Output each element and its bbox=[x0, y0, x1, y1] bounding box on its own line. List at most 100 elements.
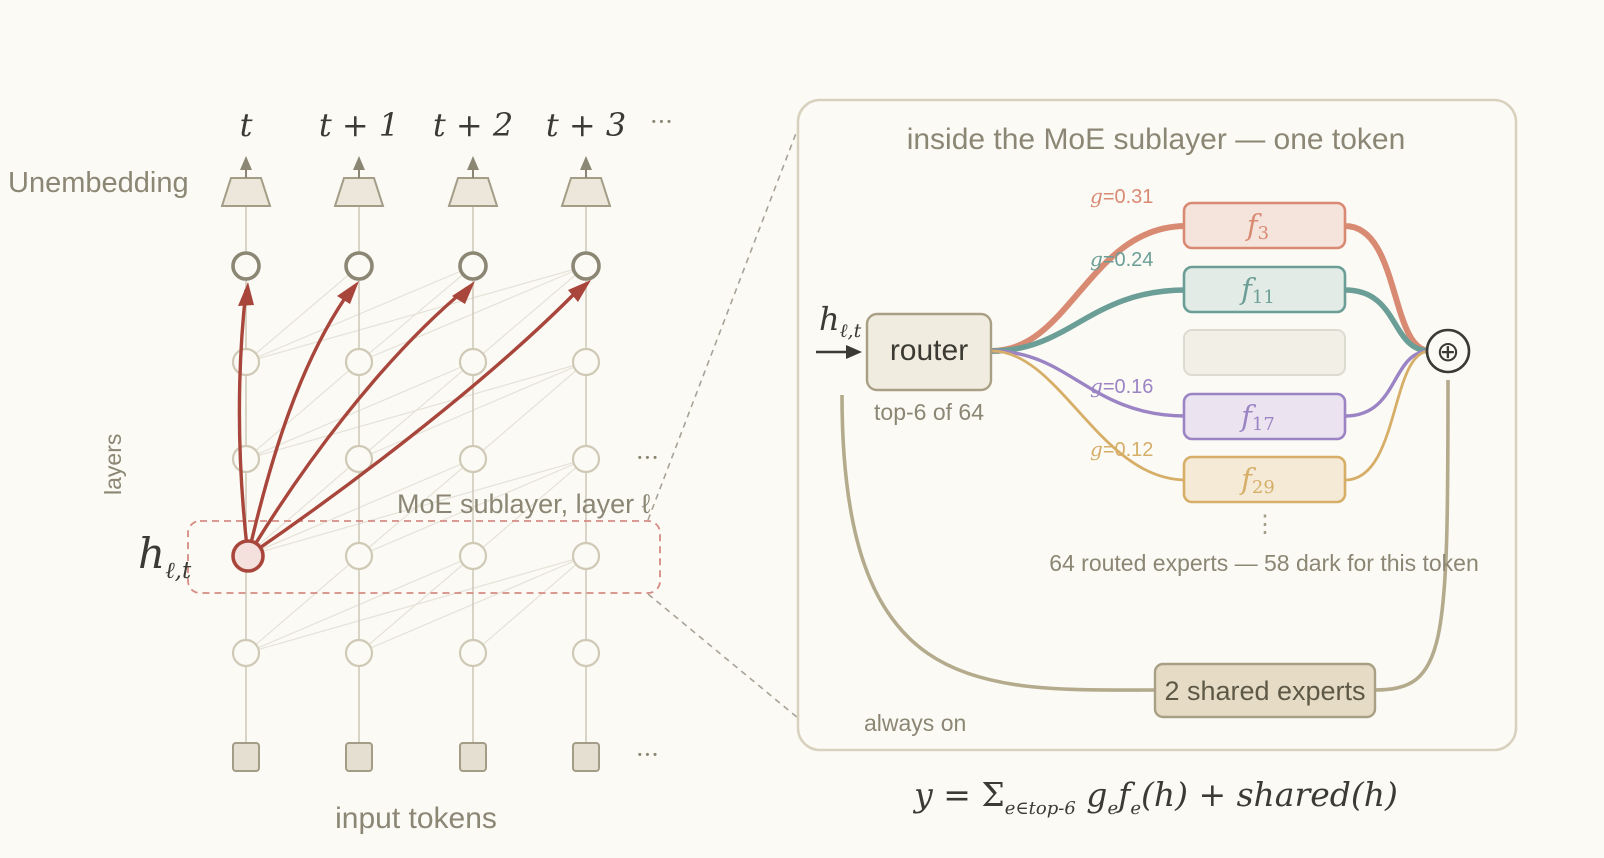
highlighted-token-node bbox=[231, 539, 265, 573]
hidden-state-label: hℓ,t bbox=[138, 529, 192, 584]
column-label: t + 1 bbox=[319, 106, 399, 144]
hidden-node bbox=[458, 638, 488, 668]
hidden-nodes bbox=[231, 347, 601, 668]
attention-arrowheads bbox=[238, 280, 591, 306]
hidden-node bbox=[571, 541, 601, 571]
output-node bbox=[458, 251, 488, 281]
mesh-line bbox=[472, 555, 587, 654]
mesh-line bbox=[245, 361, 360, 460]
column-ellipsis: ··· bbox=[650, 108, 673, 136]
routed-experts-caption: 64 routed experts — 58 dark for this tok… bbox=[1049, 550, 1479, 576]
mesh-line bbox=[358, 361, 474, 460]
input-tokens-label: input tokens bbox=[335, 802, 497, 835]
input-token bbox=[459, 742, 487, 772]
hidden-node bbox=[458, 444, 488, 474]
gate-weight-label: g=0.31 bbox=[1090, 184, 1153, 208]
input-token bbox=[572, 742, 600, 772]
hidden-node bbox=[344, 541, 374, 571]
expert-box bbox=[1182, 392, 1347, 441]
router-label: router bbox=[890, 334, 968, 367]
hidden-node bbox=[231, 347, 261, 377]
mesh-line bbox=[472, 458, 587, 557]
moe-panel-frame bbox=[796, 98, 1518, 752]
unembedding-arrowhead bbox=[240, 156, 252, 170]
moe-sublayer-label: MoE sublayer, layer ℓ bbox=[397, 489, 651, 519]
hidden-node bbox=[571, 347, 601, 377]
attention-mesh bbox=[245, 265, 587, 654]
hidden-node bbox=[571, 638, 601, 668]
output-node bbox=[571, 251, 601, 281]
attention-arrows bbox=[237, 286, 582, 558]
unembedding-block bbox=[333, 177, 385, 207]
unembedding-arrowhead bbox=[353, 156, 365, 170]
zoom-connectors bbox=[647, 127, 799, 719]
hidden-node bbox=[344, 638, 374, 668]
router-caption: top-6 of 64 bbox=[874, 399, 984, 425]
hidden-node bbox=[458, 541, 488, 571]
router-box bbox=[865, 312, 993, 392]
column-labels: t t + 1 t + 2 t + 3 bbox=[240, 106, 627, 144]
panel-title: inside the MoE sublayer — one token bbox=[907, 123, 1406, 156]
unembedding-block bbox=[220, 177, 272, 207]
hidden-node bbox=[344, 444, 374, 474]
input-token-row bbox=[232, 742, 600, 772]
input-token bbox=[345, 742, 373, 772]
input-token bbox=[232, 742, 260, 772]
output-node bbox=[344, 251, 374, 281]
input-arrowhead bbox=[846, 345, 862, 359]
hidden-node bbox=[571, 444, 601, 474]
output-formula: y = Σe∈top-6 gefe(h) + shared(h) bbox=[912, 775, 1398, 819]
expert-box bbox=[1183, 329, 1346, 376]
output-nodes bbox=[231, 251, 601, 281]
moe-panel: inside the MoE sublayer — one token hℓ,t… bbox=[796, 98, 1518, 752]
expert-box bbox=[1182, 201, 1347, 250]
layers-label: layers bbox=[100, 434, 126, 495]
unembedding-row bbox=[220, 156, 612, 207]
column-label: t bbox=[240, 106, 253, 144]
gate-weight-label: g=0.16 bbox=[1090, 374, 1153, 398]
unembedding-label: Unembedding bbox=[8, 167, 189, 199]
expert-box bbox=[1182, 265, 1347, 314]
mesh-line bbox=[245, 555, 360, 654]
always-on-label: always on bbox=[864, 710, 966, 736]
mesh-line bbox=[358, 555, 474, 654]
column-label: t + 2 bbox=[433, 106, 513, 144]
unembedding-arrowhead bbox=[467, 156, 479, 170]
mesh-line bbox=[245, 265, 360, 363]
routing-curves bbox=[989, 223, 1433, 482]
sum-node bbox=[1425, 328, 1471, 374]
mesh-line bbox=[358, 458, 474, 557]
mesh-line bbox=[472, 265, 587, 363]
mid-ellipsis: ··· bbox=[636, 444, 659, 472]
gate-weight-label: g=0.12 bbox=[1090, 437, 1153, 461]
unembedding-block bbox=[447, 177, 499, 207]
hidden-node bbox=[344, 347, 374, 377]
column-lines bbox=[245, 190, 587, 745]
output-node bbox=[231, 251, 261, 281]
expert-f3: f3g=0.31 bbox=[1090, 184, 1347, 250]
unembedding-block bbox=[560, 177, 612, 207]
expert-box bbox=[1182, 455, 1347, 504]
gate-weight-label: g=0.24 bbox=[1090, 247, 1153, 271]
panel-input-label: hℓ,t bbox=[819, 300, 862, 342]
column-label: t + 3 bbox=[546, 106, 626, 144]
shared-path bbox=[840, 394, 1157, 692]
hidden-node bbox=[231, 444, 261, 474]
shared-experts-box bbox=[1153, 662, 1377, 719]
vertical-ellipsis: ⋮ bbox=[1253, 510, 1277, 538]
mesh-line bbox=[245, 458, 360, 557]
bottom-ellipsis: ··· bbox=[636, 741, 659, 769]
mesh-line bbox=[472, 361, 587, 460]
hidden-node bbox=[231, 638, 261, 668]
expert-inactive bbox=[1183, 329, 1346, 376]
mesh-line bbox=[358, 265, 474, 363]
moe-sublayer-box bbox=[187, 520, 661, 594]
sum-icon: ⊕ bbox=[1436, 336, 1459, 367]
hidden-node bbox=[458, 347, 488, 377]
